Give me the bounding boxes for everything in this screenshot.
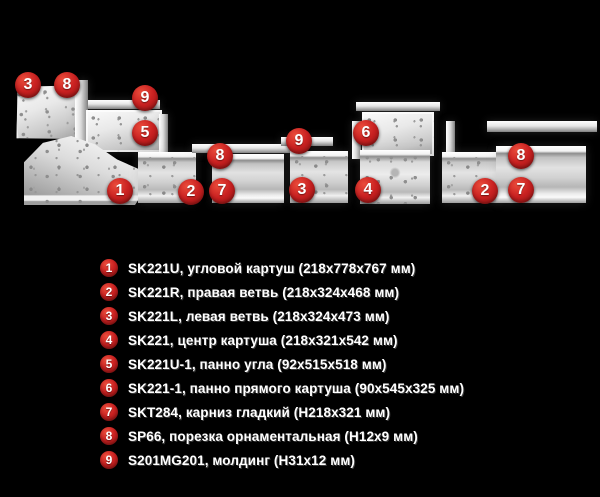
legend-item-label: SK221-1, панно прямого картуша (90х545х3… [128,380,465,396]
piece-ornamental-fillet [192,144,300,153]
legend: 1 SK221U, угловой картуш (218х778х767 мм… [100,256,464,472]
diagram-badge-2: 2 [178,179,204,205]
diagram-badge-4: 4 [355,177,381,203]
legend-badge-7: 7 [100,403,118,421]
diagram-badge-9: 9 [132,85,158,111]
legend-badge-5: 5 [100,355,118,373]
legend-item-label: SK221, центр картуша (218х321х542 мм) [128,332,398,348]
diagram-badge-7: 7 [209,178,235,204]
diagram-badge-3: 3 [15,72,41,98]
diagram-badge-2: 2 [472,178,498,204]
piece-molding-strip [446,121,455,159]
piece-molding-strip [88,100,160,109]
legend-item-7: 7 SKT284, карниз гладкий (Н218х321 мм) [100,400,464,424]
piece-molding-strip [75,80,88,142]
legend-badge-2: 2 [100,283,118,301]
legend-item-label: SK221R, правая ветвь (218х324х468 мм) [128,284,400,300]
legend-item-5: 5 SK221U-1, панно угла (92х515х518 мм) [100,352,464,376]
legend-item-label: SK221U-1, панно угла (92х515х518 мм) [128,356,387,372]
legend-item-3: 3 SK221L, левая ветвь (218х324х473 мм) [100,304,464,328]
legend-badge-3: 3 [100,307,118,325]
legend-item-label: SKT284, карниз гладкий (Н218х321 мм) [128,404,391,420]
diagram-badge-9: 9 [286,128,312,154]
diagram-badge-3: 3 [289,177,315,203]
diagram-badge-8: 8 [508,143,534,169]
legend-badge-4: 4 [100,331,118,349]
piece-molding-strip [356,102,440,111]
legend-item-4: 4 SK221, центр картуша (218х321х542 мм) [100,328,464,352]
diagram-badge-1: 1 [107,178,133,204]
legend-badge-8: 8 [100,427,118,445]
legend-item-label: SP66, порезка орнаментальная (Н12х9 мм) [128,428,418,444]
diagram-badge-5: 5 [132,120,158,146]
legend-item-6: 6 SK221-1, панно прямого картуша (90х545… [100,376,464,400]
legend-badge-6: 6 [100,379,118,397]
legend-item-label: S201MG201, молдинг (Н31х12 мм) [128,452,355,468]
legend-item-1: 1 SK221U, угловой картуш (218х778х767 мм… [100,256,464,280]
diagram-badge-8: 8 [54,72,80,98]
piece-molding-strip [487,121,597,132]
legend-item-2: 2 SK221R, правая ветвь (218х324х468 мм) [100,280,464,304]
diagram-badge-8: 8 [207,143,233,169]
piece-molding-strip [159,114,168,154]
legend-badge-1: 1 [100,259,118,277]
legend-badge-9: 9 [100,451,118,469]
legend-item-9: 9 S201MG201, молдинг (Н31х12 мм) [100,448,464,472]
diagram-badge-7: 7 [508,177,534,203]
legend-item-label: SK221U, угловой картуш (218х778х767 мм) [128,260,416,276]
diagram-badge-6: 6 [353,120,379,146]
legend-item-label: SK221L, левая ветвь (218х324х473 мм) [128,308,390,324]
legend-item-8: 8 SP66, порезка орнаментальная (Н12х9 мм… [100,424,464,448]
